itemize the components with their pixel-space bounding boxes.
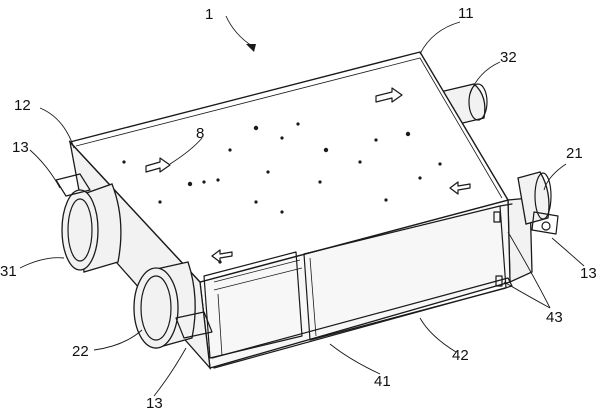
bracket-right <box>531 211 559 235</box>
duct-right <box>517 171 552 225</box>
label-43: 43 <box>546 309 563 326</box>
top-panel-inner-edge <box>75 57 503 199</box>
duct-left-front <box>133 261 213 349</box>
label-41: 41 <box>374 373 391 390</box>
label-13-right: 13 <box>580 265 597 282</box>
label-31: 31 <box>0 263 17 280</box>
front-panel-bottom <box>211 277 513 369</box>
label-42: 42 <box>452 347 469 364</box>
label-1: 1 <box>205 6 213 23</box>
leader-lines <box>19 15 585 397</box>
label-12: 12 <box>14 97 31 114</box>
label-32: 32 <box>500 49 517 66</box>
label-22: 22 <box>72 343 89 360</box>
duct-left-rear <box>55 173 122 273</box>
label-8: 8 <box>196 125 204 142</box>
label-11: 11 <box>458 5 474 22</box>
label-21: 21 <box>566 145 583 162</box>
label-13-bottom: 13 <box>146 395 163 412</box>
top-screws <box>122 122 442 264</box>
top-panel <box>68 51 510 283</box>
label-13-left: 13 <box>12 139 29 156</box>
front-lower-box <box>203 251 303 359</box>
flow-arrows <box>145 87 471 263</box>
